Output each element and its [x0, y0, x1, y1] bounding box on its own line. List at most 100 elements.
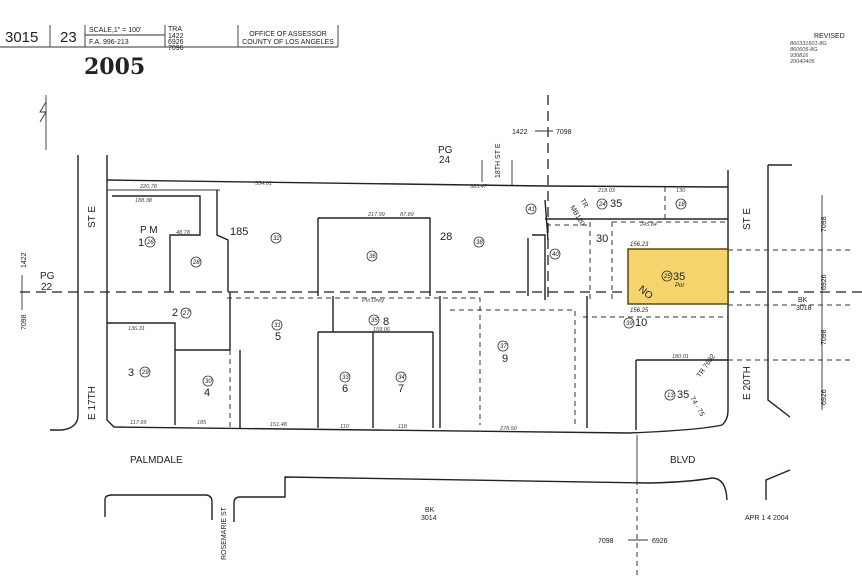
svg-text:25: 25 — [663, 274, 671, 280]
highlighted-parcel[interactable] — [627, 248, 729, 305]
svg-text:6926: 6926 — [652, 538, 668, 545]
lot-number: 35 — [673, 271, 685, 283]
svg-text:151.48: 151.48 — [270, 422, 288, 428]
tra-code: 1422 — [168, 33, 184, 40]
office-label: OFFICE OF ASSESSOR — [249, 31, 326, 38]
street-st-e-right: ST E — [742, 208, 753, 230]
svg-text:220.78: 220.78 — [139, 184, 158, 190]
svg-text:37: 37 — [500, 344, 507, 350]
svg-text:118: 118 — [398, 424, 408, 430]
svg-text:31: 31 — [274, 323, 281, 329]
svg-text:5: 5 — [275, 331, 281, 343]
svg-text:28: 28 — [192, 260, 200, 266]
svg-text:7: 7 — [398, 383, 404, 395]
svg-text:245.84: 245.84 — [639, 222, 657, 228]
svg-text:6926: 6926 — [821, 389, 828, 405]
page-number: 23 — [60, 29, 77, 46]
svg-text:1422: 1422 — [512, 129, 528, 136]
svg-text:27: 27 — [182, 311, 190, 317]
block-ref: 3018 — [796, 305, 812, 312]
svg-text:30: 30 — [596, 233, 608, 245]
svg-text:41: 41 — [528, 207, 535, 213]
svg-text:20040405: 20040405 — [789, 59, 815, 65]
block-outline — [106, 155, 729, 434]
svg-text:Por: Por — [675, 283, 685, 289]
scale-label: SCALE,1" = 100' — [89, 27, 141, 34]
svg-text:3: 3 — [128, 367, 134, 379]
street-rosemarie: ROSEMARIE ST — [221, 506, 228, 560]
revised-block: REVISED 860331601-8G 860605-8G 930816 20… — [789, 33, 845, 65]
svg-text:40: 40 — [552, 252, 559, 258]
svg-text:156.23: 156.23 — [630, 242, 649, 248]
svg-text:2: 2 — [172, 307, 178, 319]
tract-ref: TR 7682 — [696, 353, 717, 379]
svg-text:24: 24 — [598, 202, 606, 208]
street-e-20th: E 20TH — [742, 366, 753, 400]
svg-text:18: 18 — [678, 202, 685, 208]
svg-text:38: 38 — [476, 240, 483, 246]
svg-text:6926: 6926 — [821, 274, 828, 290]
svg-text:26: 26 — [146, 240, 154, 246]
svg-text:48.78: 48.78 — [176, 230, 191, 236]
svg-text:33: 33 — [342, 375, 349, 381]
book-number: 3015 — [5, 29, 38, 46]
street-blvd: BLVD — [670, 455, 695, 466]
tra-code: 1422 — [21, 252, 28, 268]
svg-text:278.50: 278.50 — [499, 426, 518, 432]
block-ref: BK — [425, 507, 435, 514]
svg-text:35: 35 — [677, 389, 689, 401]
north-arrow-icon — [39, 95, 47, 150]
svg-text:159.06: 159.06 — [373, 327, 391, 333]
svg-text:217.99: 217.99 — [367, 212, 385, 218]
parcel-lines — [107, 187, 728, 430]
svg-text:30: 30 — [205, 379, 212, 385]
svg-text:7098: 7098 — [598, 538, 614, 545]
svg-text:29: 29 — [141, 370, 149, 376]
block-ref: BK — [798, 297, 808, 304]
svg-text:7098: 7098 — [556, 129, 572, 136]
svg-text:87.89: 87.89 — [400, 212, 414, 218]
svg-text:117.99: 117.99 — [130, 420, 146, 426]
svg-text:9: 9 — [502, 353, 508, 365]
svg-text:10: 10 — [635, 317, 647, 329]
svg-text:130: 130 — [676, 188, 686, 194]
svg-text:35: 35 — [371, 318, 378, 324]
svg-text:6: 6 — [342, 383, 348, 395]
page-ref: PG — [438, 145, 453, 156]
svg-text:7098: 7098 — [821, 329, 828, 345]
svg-text:36: 36 — [369, 254, 376, 260]
svg-text:383.47: 383.47 — [470, 184, 488, 190]
tra-label: TRA — [168, 26, 182, 33]
date-stamp: APR 1 4 2004 — [745, 515, 789, 522]
svg-text:34: 34 — [398, 375, 405, 381]
svg-text:39: 39 — [626, 321, 633, 327]
map-header: 3015 23 SCALE,1" = 100' F.A. 996-213 TRA… — [0, 25, 339, 80]
svg-text:4: 4 — [204, 387, 210, 399]
page-ref: PG — [40, 271, 55, 282]
fa-label: F.A. 996-213 — [89, 39, 129, 46]
svg-text:REVISED: REVISED — [814, 33, 845, 40]
svg-text:32: 32 — [273, 236, 280, 242]
svg-text:188.38: 188.38 — [135, 198, 153, 204]
svg-text:110: 110 — [340, 424, 350, 430]
tra-code: 7096 — [168, 45, 184, 52]
street-e-17th: E 17TH — [87, 386, 98, 420]
tra-code: 6926 — [168, 39, 184, 46]
svg-text:35: 35 — [610, 198, 622, 210]
street-e-18th: 18TH ST E — [495, 143, 502, 178]
svg-text:8: 8 — [383, 316, 389, 328]
svg-text:156.25: 156.25 — [630, 308, 649, 314]
svg-text:554.01: 554.01 — [255, 181, 272, 187]
tract-ref: TR — [578, 198, 589, 210]
svg-text:7098: 7098 — [821, 216, 828, 232]
map-book-ref: 74 - 75 — [688, 396, 705, 418]
street-st-e-left: ST E — [87, 206, 98, 228]
tra-code: 7098 — [21, 314, 28, 330]
svg-text:136.31: 136.31 — [128, 326, 145, 332]
svg-text:P M: P M — [140, 225, 158, 236]
page-ref: 22 — [41, 282, 53, 293]
svg-text:1: 1 — [138, 237, 144, 249]
svg-text:180.01: 180.01 — [672, 354, 689, 360]
